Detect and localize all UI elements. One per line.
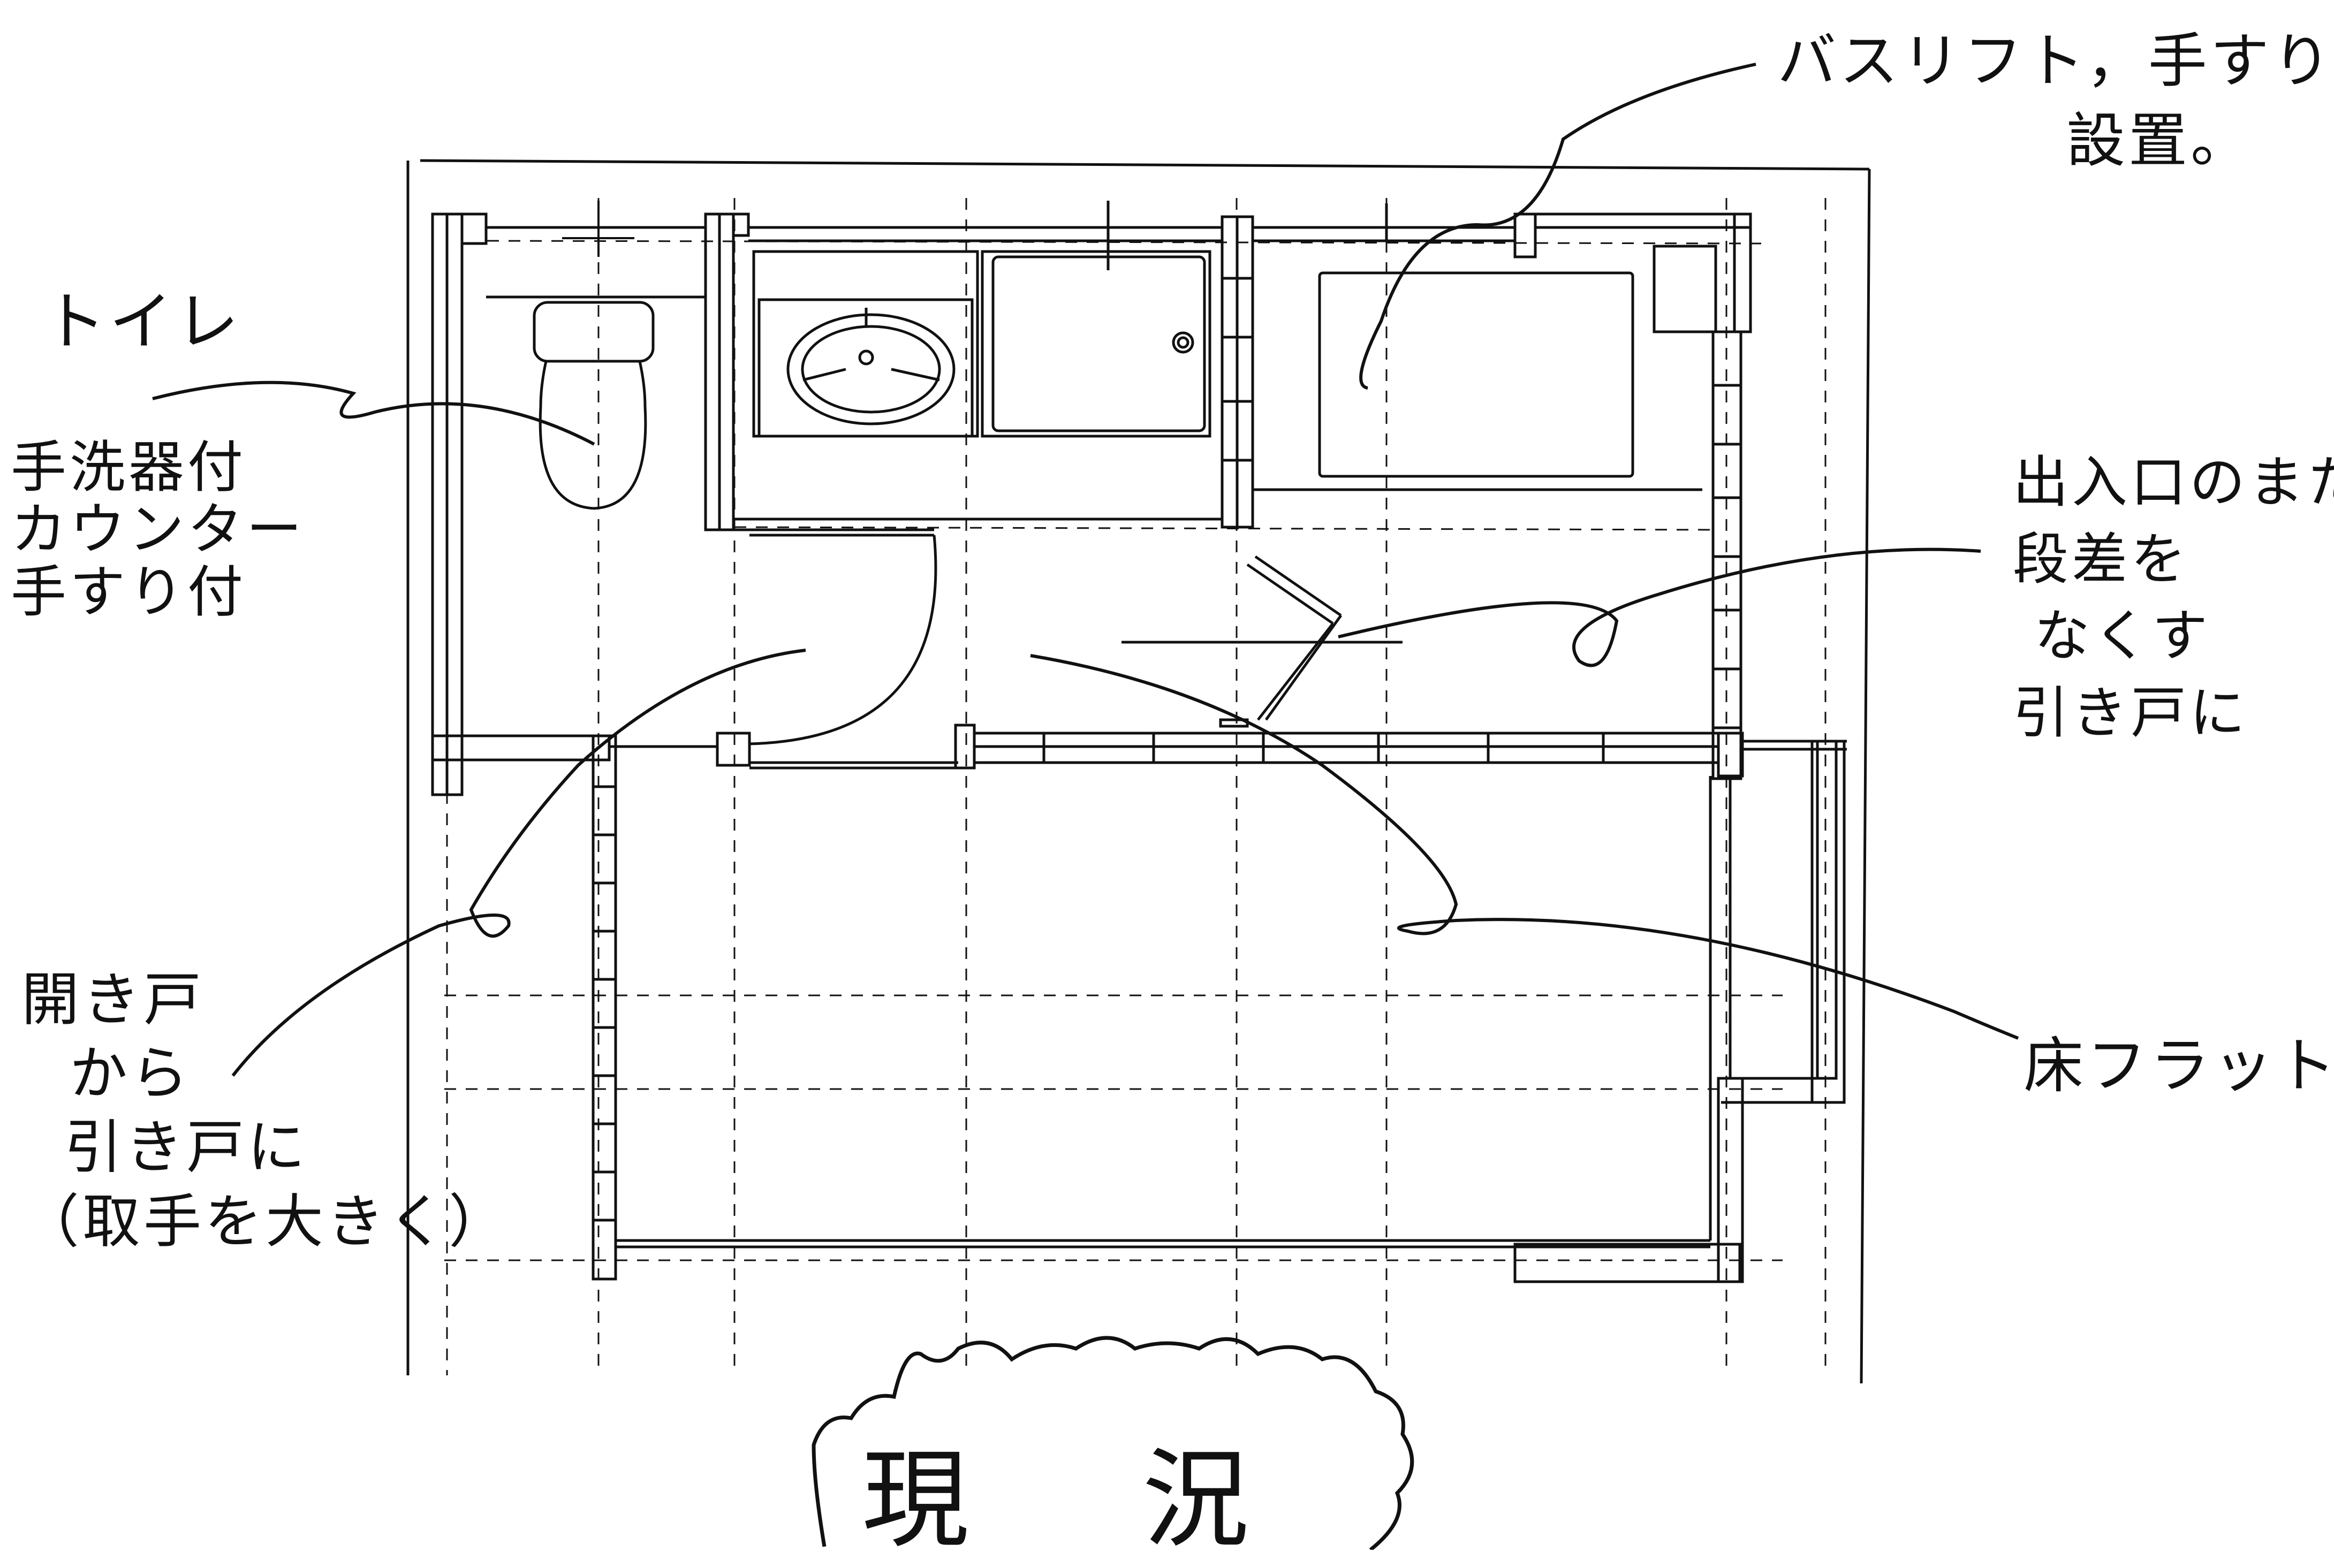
- annotation-line: 手洗器付: [11, 435, 247, 500]
- door-swing-arc: [749, 534, 937, 745]
- annotation-line: 引き戸に: [64, 1114, 309, 1182]
- annotation-line: 引き戸に: [2013, 680, 2249, 745]
- annotation-line: （取手を大きく）: [21, 1188, 510, 1255]
- annotation-toilet: トイレ: [43, 285, 243, 359]
- annotation-swing-door: 開き戸 から 引き戸に （取手を大きく）: [21, 963, 510, 1259]
- toilet-fixture: [533, 301, 655, 510]
- annotation-line: 段差を: [2013, 526, 2190, 592]
- annotation-line: カウンター: [11, 497, 306, 562]
- title-cloud: [812, 1336, 1414, 1550]
- shower-tray: [981, 201, 1211, 438]
- annotation-bath-lift: バスリフト，手すりの 設置。: [1777, 21, 2334, 180]
- drawing-title: 現 況: [862, 1438, 1319, 1563]
- annotation-line: 開き戸: [21, 966, 205, 1033]
- annotation-leaders: [152, 63, 2019, 1077]
- folding-door: [1121, 555, 1403, 728]
- annotation-line: バスリフト，手すりの: [1777, 27, 2334, 95]
- grid-lines: [444, 198, 1827, 1375]
- crosshair-marks: [562, 201, 1419, 257]
- annotation-line: 設置。: [2066, 106, 2253, 175]
- annotation-line: 出入口のまたぎ: [2013, 450, 2334, 515]
- annotation-counter: 手洗器付 カウンター 手すり付: [11, 436, 305, 623]
- walls: [431, 212, 1847, 1283]
- annotation-line: なくす: [2034, 603, 2211, 669]
- vanity-basin: [752, 250, 979, 438]
- annotation-entrance: 出入口のまたぎ 段差を なくす 引き戸に: [2013, 444, 2334, 751]
- annotation-floor-flat: 床フラット: [2024, 1031, 2334, 1101]
- annotation-line: から: [70, 1040, 192, 1108]
- bathtub: [1318, 203, 1634, 478]
- sheet-frame: [406, 159, 1871, 1384]
- annotation-line: 手すり付: [11, 559, 247, 625]
